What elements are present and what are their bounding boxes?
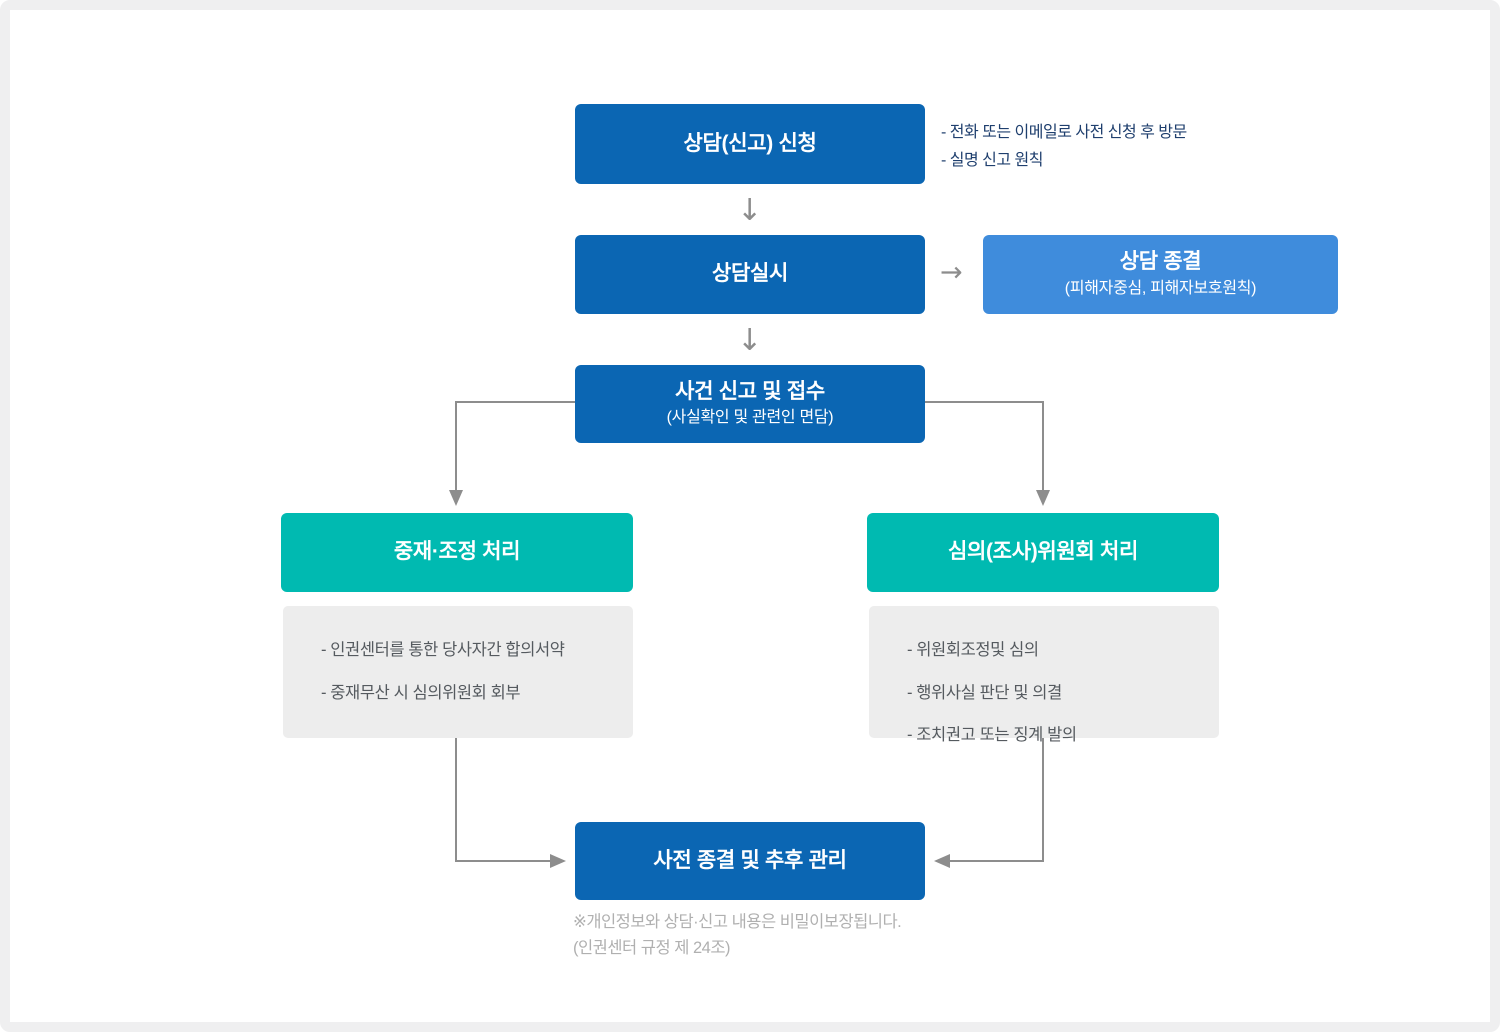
node-mediation-title: 중재·조정 처리: [393, 540, 521, 564]
apply-note: - 전화 또는 이메일로 사전 신청 후 방문 - 실명 신고 원칙: [941, 119, 1187, 175]
footnote-line-2: (인권센터 규정 제 24조): [573, 939, 731, 958]
committee-detail-item: - 행위사실 판단 및 의결: [907, 683, 1062, 702]
mediation-detail-item: - 인권센터를 통한 당사자간 합의서약: [321, 641, 565, 659]
apply-note-line-2: - 실명 신고 원칙: [941, 152, 1043, 169]
arrow-right-icon-1: →: [940, 257, 963, 288]
apply-note-line-1: - 전화 또는 이메일로 사전 신청 후 방문: [941, 124, 1187, 141]
arrow-down-icon-2: ↓: [737, 323, 763, 358]
node-committee-title: 심의(조사)위원회 처리: [947, 540, 1139, 564]
footnote: ※개인정보와 상담·신고 내용은 비밀이보장됩니다. (인권센터 규정 제 24…: [573, 909, 902, 962]
node-consult[interactable]: 상담실시: [575, 235, 925, 314]
node-apply-title: 상담(신고) 신청: [683, 131, 817, 155]
node-report[interactable]: 사건 신고 및 접수 (사실확인 및 관련인 면담): [575, 365, 925, 443]
node-consult-end-title: 상담 종결: [1119, 250, 1202, 274]
node-consult-end-subtitle: (피해자중심, 피해자보호원칙): [1064, 279, 1257, 297]
committee-detail-item: - 조치권고 또는 징계 발의: [907, 726, 1077, 744]
node-closure-title: 사전 종결 및 추후 관리: [653, 848, 847, 872]
mediation-detail-item: - 중재무산 시 심의위원회 회부: [321, 683, 521, 702]
node-report-subtitle: (사실확인 및 관련인 면담): [666, 409, 834, 427]
node-consult-end[interactable]: 상담 종결 (피해자중심, 피해자보호원칙): [983, 235, 1338, 314]
node-closure[interactable]: 사전 종결 및 추후 관리: [575, 822, 925, 900]
node-apply[interactable]: 상담(신고) 신청: [575, 104, 925, 184]
mediation-details-panel: - 인권센터를 통한 당사자간 합의서약 - 중재무산 시 심의위원회 회부: [283, 606, 633, 738]
arrow-down-icon-1: ↓: [737, 193, 763, 228]
node-report-title: 사건 신고 및 접수: [675, 379, 825, 403]
committee-detail-item: - 위원회조정및 심의: [907, 641, 1039, 659]
node-committee[interactable]: 심의(조사)위원회 처리: [867, 513, 1219, 592]
footnote-line-1: ※개인정보와 상담·신고 내용은 비밀이보장됩니다.: [573, 913, 902, 931]
node-consult-title: 상담실시: [711, 262, 789, 286]
committee-details-panel: - 위원회조정및 심의 - 행위사실 판단 및 의결 - 조치권고 또는 징계 …: [869, 606, 1219, 743]
node-mediation[interactable]: 중재·조정 처리: [281, 513, 633, 592]
